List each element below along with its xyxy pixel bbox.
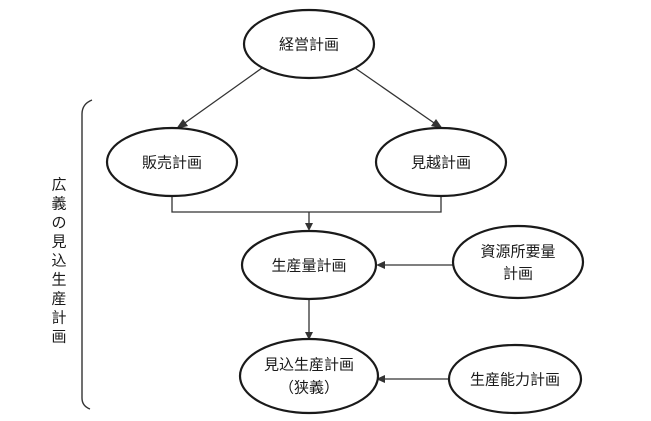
node-resource-requirements-plan-line2: 計画 [503, 265, 533, 283]
arrowhead-capacity [376, 375, 385, 383]
arrowhead-projected [305, 332, 313, 340]
side-label-char: 義 [51, 195, 66, 213]
side-label-char: 計 [51, 309, 66, 327]
side-label-char: 産 [51, 290, 66, 308]
node-forecast-plan-label: 見越計画 [411, 154, 471, 172]
side-label-char: 画 [51, 328, 66, 346]
side-label-char: 生 [51, 271, 66, 289]
edge-sales-down [171, 192, 442, 213]
side-label-broad-projected-production-plan: 広 義 の 見 込 生 産 計 画 [51, 176, 66, 346]
arrowhead-production-volume [305, 223, 313, 231]
arrowhead-resource [376, 261, 385, 269]
node-projected-production-plan-line2: （狭義） [279, 379, 339, 397]
side-label-char: 見 [51, 233, 66, 251]
node-sales-plan: 販売計画 [105, 126, 239, 198]
arrowhead-forecast [431, 119, 443, 129]
node-management-plan-label: 経営計画 [279, 36, 339, 54]
node-projected-production-plan-line1: 見込生産計画 [264, 356, 354, 374]
node-production-volume-plan: 生産量計画 [240, 229, 378, 301]
edge-management-to-sales [181, 67, 263, 126]
node-resource-requirements-plan: 資源所要量 計画 [451, 224, 585, 300]
side-label-char: の [51, 214, 66, 232]
edge-management-to-forecast [354, 67, 438, 126]
node-resource-requirements-plan-line1: 資源所要量 [480, 243, 555, 261]
node-production-volume-plan-label: 生産量計画 [271, 257, 346, 275]
node-management-plan: 経営計画 [242, 8, 376, 80]
left-bracket [81, 99, 93, 410]
node-production-capacity-plan: 生産能力計画 [447, 343, 583, 415]
node-projected-production-plan: 見込生産計画 （狭義） [238, 337, 380, 415]
node-forecast-plan: 見越計画 [374, 126, 508, 198]
side-label-char: 広 [51, 176, 66, 194]
node-sales-plan-label: 販売計画 [142, 154, 202, 172]
arrowhead-sales [176, 119, 188, 129]
node-production-capacity-plan-label: 生産能力計画 [470, 371, 560, 389]
side-label-char: 込 [51, 252, 66, 270]
